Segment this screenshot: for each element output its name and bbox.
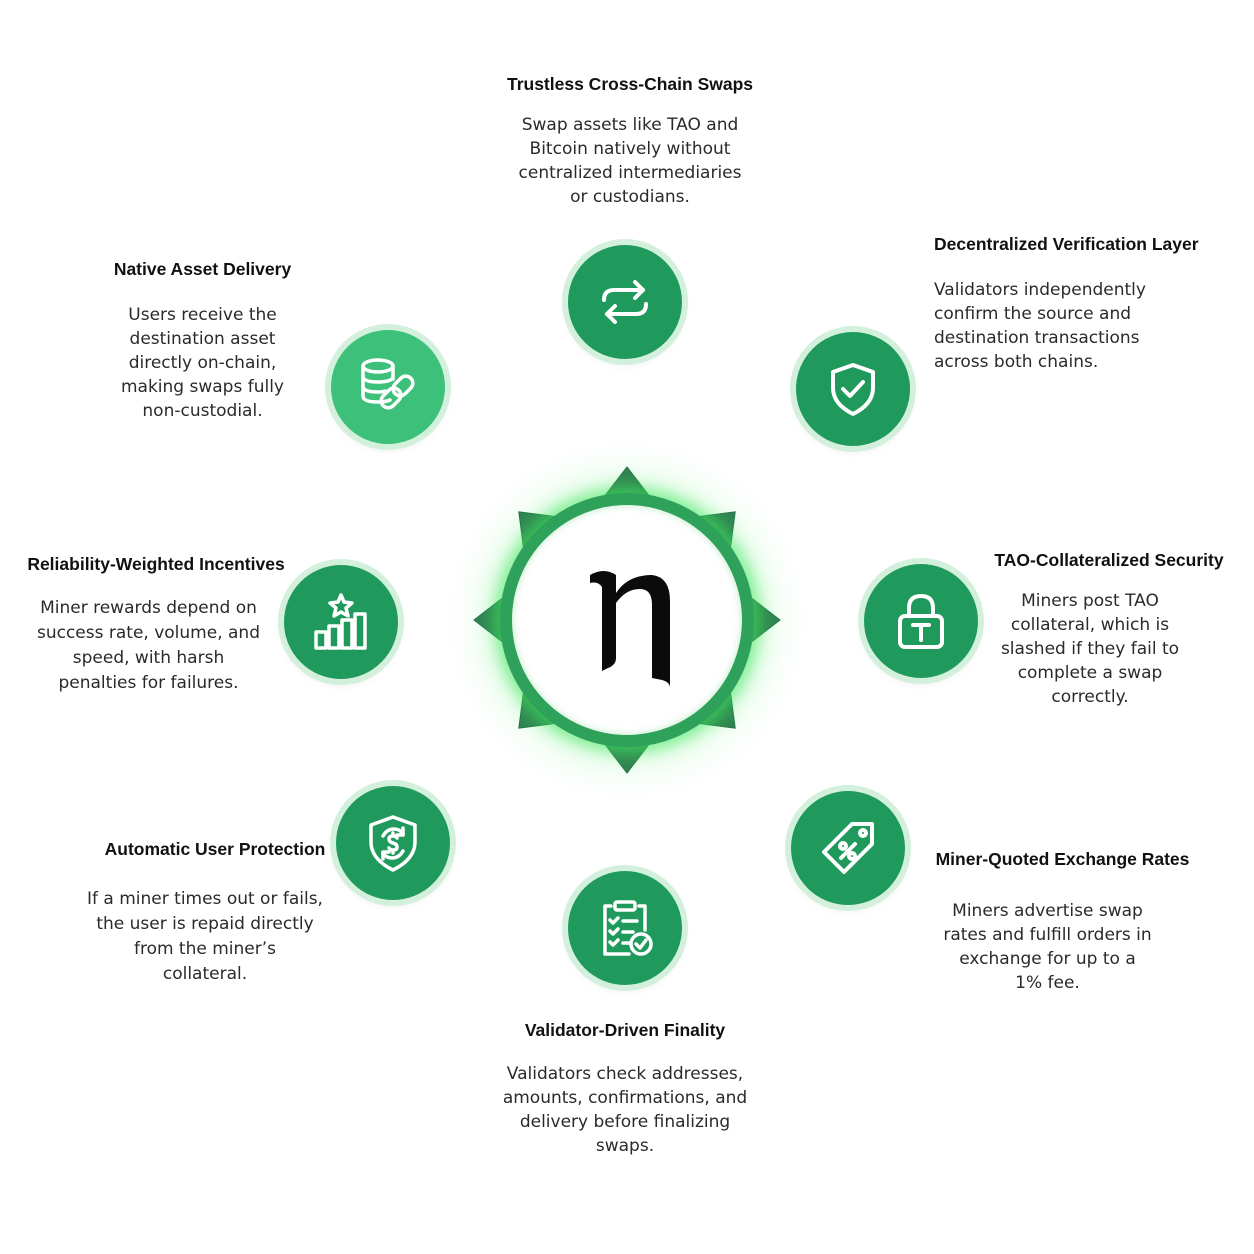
description-line: complete a swap bbox=[1017, 663, 1163, 683]
feature-exchange-rates: Miner-Quoted Exchange Rates Miners adver… bbox=[925, 847, 1200, 995]
swap-arrows-icon bbox=[602, 280, 648, 324]
description-line: the user is repaid directly bbox=[96, 914, 314, 934]
description-line: amounts, confirmations, and bbox=[502, 1088, 748, 1108]
description-line: collateral, which is bbox=[1010, 615, 1170, 635]
description-line: penalties for failures. bbox=[58, 673, 239, 693]
feature-description: Miner rewards depend on success rate, vo… bbox=[16, 596, 281, 696]
description-line: from the miner’s bbox=[133, 939, 277, 959]
description-line: destination transactions bbox=[934, 328, 1140, 348]
description-line: success rate, volume, and bbox=[36, 623, 260, 643]
coins-chain-icon bbox=[361, 358, 415, 410]
description-line: Miners post TAO bbox=[1021, 591, 1159, 611]
node-exchange-rates bbox=[791, 791, 905, 905]
description-line: Bitcoin natively without bbox=[529, 139, 731, 159]
clipboard-check-icon bbox=[603, 900, 653, 956]
description-line: 1% fee. bbox=[1015, 973, 1080, 993]
description-line: directly on-chain, bbox=[128, 353, 277, 373]
description-line: collateral. bbox=[162, 964, 248, 984]
feature-description: Users receive the destination asset dire… bbox=[90, 303, 315, 423]
description-line: non-custodial. bbox=[142, 401, 263, 421]
shield-check-icon bbox=[831, 363, 875, 416]
description-line: swaps. bbox=[595, 1136, 655, 1156]
shield-dollar-icon bbox=[369, 815, 417, 872]
node-reliability-incentives bbox=[284, 565, 398, 679]
description-line: correctly. bbox=[1051, 687, 1129, 707]
feature-user-protection: Automatic User Protection If a miner tim… bbox=[80, 837, 350, 987]
feature-native-delivery: Native Asset Delivery Users receive the … bbox=[90, 257, 315, 423]
feature-title: Reliability-Weighted Incentives bbox=[27, 554, 285, 574]
feature-description: Miners advertise swap rates and fulfill … bbox=[925, 899, 1170, 995]
description-line: making swaps fully bbox=[120, 377, 284, 397]
bar-chart-star-icon bbox=[314, 593, 367, 650]
feature-title: Automatic User Protection bbox=[104, 839, 326, 859]
padlock-t-icon bbox=[898, 594, 944, 649]
feature-validator-finality: Validator-Driven Finality Validators che… bbox=[480, 1018, 770, 1158]
feature-description: Validators independently confirm the sou… bbox=[934, 278, 1234, 374]
feature-title: Validator-Driven Finality bbox=[524, 1020, 726, 1040]
description-line: exchange for up to a bbox=[959, 949, 1136, 969]
feature-reliability-incentives: Reliability-Weighted Incentives Miner re… bbox=[16, 552, 296, 696]
description-line: rates and fulfill orders in bbox=[943, 925, 1152, 945]
description-line: centralized intermediaries bbox=[518, 163, 742, 183]
feature-description: Swap assets like TAO and Bitcoin nativel… bbox=[485, 113, 775, 209]
feature-title: Miner-Quoted Exchange Rates bbox=[935, 849, 1190, 869]
description-line: Users receive the bbox=[128, 305, 277, 325]
description-line: Miners advertise swap bbox=[952, 901, 1143, 921]
description-line: If a miner times out or fails, bbox=[87, 889, 323, 909]
feature-trustless-swaps: Trustless Cross-Chain Swaps Swap assets … bbox=[485, 72, 775, 209]
description-line: speed, with harsh bbox=[72, 648, 225, 668]
description-line: slashed if they fail to bbox=[1000, 639, 1180, 659]
node-tao-collateral bbox=[864, 564, 978, 678]
feature-verification-layer: Decentralized Verification Layer Validat… bbox=[934, 232, 1234, 374]
description-line: or custodians. bbox=[570, 187, 690, 207]
node-trustless-swaps bbox=[568, 245, 682, 359]
description-line: destination asset bbox=[129, 329, 276, 349]
description-line: across both chains. bbox=[934, 352, 1099, 372]
feature-title: Trustless Cross-Chain Swaps bbox=[506, 74, 754, 94]
feature-tao-collateral: TAO-Collateralized Security Miners post … bbox=[985, 548, 1225, 709]
description-line: Swap assets like TAO and bbox=[521, 115, 739, 135]
feature-title: Decentralized Verification Layer bbox=[934, 234, 1199, 254]
node-user-protection bbox=[336, 786, 450, 900]
eta-logo-icon bbox=[590, 571, 670, 688]
feature-description: Miners post TAO collateral, which is sla… bbox=[985, 589, 1195, 709]
feature-title: Native Asset Delivery bbox=[113, 259, 292, 279]
central-hub bbox=[500, 493, 754, 747]
percent-tag-icon bbox=[822, 822, 874, 874]
description-line: Miner rewards depend on bbox=[40, 598, 257, 618]
feature-description: Validators check addresses, amounts, con… bbox=[480, 1062, 770, 1158]
description-line: delivery before finalizing bbox=[519, 1112, 731, 1132]
node-verification-layer bbox=[796, 332, 910, 446]
description-line: Validators check addresses, bbox=[506, 1064, 744, 1084]
description-line: Validators independently bbox=[934, 280, 1146, 300]
node-native-delivery bbox=[331, 330, 445, 444]
description-line: confirm the source and bbox=[934, 304, 1132, 324]
node-validator-finality bbox=[568, 871, 682, 985]
feature-description: If a miner times out or fails, the user … bbox=[70, 887, 340, 987]
feature-title: TAO-Collateralized Security bbox=[994, 550, 1224, 570]
